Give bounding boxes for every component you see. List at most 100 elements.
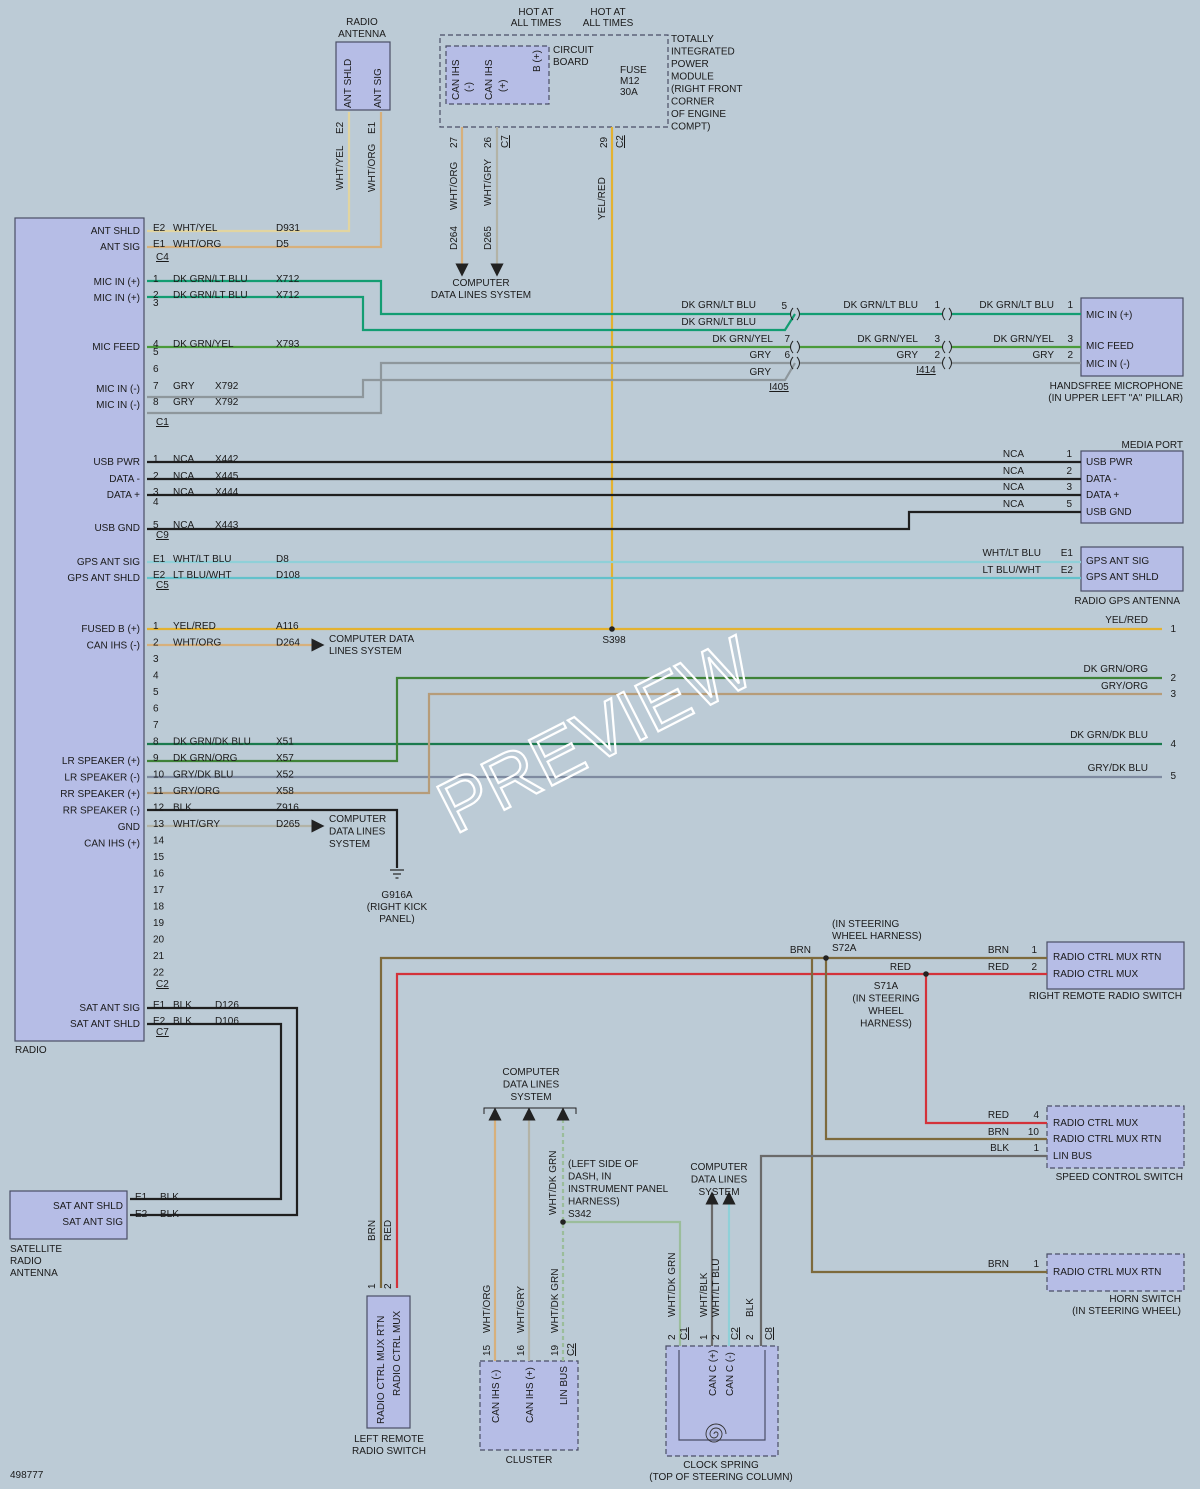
wire-rr-speaker-minus[interactable] [147,692,1162,795]
media-port-title: MEDIA PORT [1122,440,1184,451]
fuse-label: FUSE [620,65,647,76]
computer-data-lines: SYSTEM [329,839,370,850]
wire-sat-shld[interactable] [130,1022,283,1201]
radio-cavity: 5 [153,687,159,698]
clock-spring-box[interactable] [665,1345,779,1457]
wire-color-label: GRY/ORG [1101,681,1148,692]
pin-number: 1 [699,1334,710,1340]
tipm-title: POWER [671,59,709,70]
wire-brn-horn[interactable] [810,958,1047,1274]
connector-id: C2 [615,135,626,148]
radio-pin-label: RR SPEAKER (+) [60,789,140,800]
wire-ant-shld[interactable] [147,112,351,233]
pin-number: 2 [1170,673,1176,684]
antenna-pin-label: ANT SIG [373,68,384,108]
radio-cavity: 7 [153,381,159,392]
wire-color-label: DK GRN/DK BLU [173,737,251,748]
pin-number: 27 [449,136,460,148]
wire-mic-in-minus-1[interactable] [147,362,796,399]
circuit-id: X792 [215,381,239,392]
pin-number: 5 [781,301,787,312]
wire-mic-in-plus-1[interactable] [147,279,790,316]
wire-color-label: DK GRN/LT BLU [681,317,756,328]
ground-g916a-label: PANEL) [379,914,414,925]
computer-data-lines: LINES SYSTEM [329,646,402,657]
wire-brn-speed[interactable] [824,958,1047,1141]
wire-color-label: DK GRN/DK BLU [1070,730,1148,741]
radio-pin-label: FUSED B (+) [81,624,140,635]
wire-color-label: NCA [173,454,194,465]
media-port-box[interactable] [1080,450,1184,524]
wire-color-label: WHT/ORG [173,638,222,649]
wire-color-label: RED [988,962,1009,973]
wire-color-label: GRY [897,350,919,361]
mic-pin-label: MIC IN (-) [1086,359,1130,370]
connector-i405 [790,307,800,370]
wire-sat-sig[interactable] [130,1006,299,1217]
wire-lr-speaker-minus[interactable] [147,676,1162,763]
speed-control-switch-box[interactable] [1046,1105,1185,1169]
document-id: 498777 [10,1470,44,1481]
tipm-title: (RIGHT FRONT [671,84,742,95]
wire-mic-in-plus-2[interactable] [147,295,796,332]
pin-number: 1 [1066,449,1072,460]
speed-switch-pin-label: RADIO CTRL MUX RTN [1053,1134,1161,1145]
handsfree-mic-box[interactable] [1080,297,1184,377]
circuit-id: X51 [276,737,294,748]
wire-color-label: WHT/DK GRN [548,1151,559,1215]
wire-ant-sig[interactable] [147,112,383,249]
wire-color-label: RED [988,1110,1009,1121]
wire-color-label: BLK [173,1000,192,1011]
wire-lin-bus-speed[interactable] [759,1154,1047,1346]
left-radio-switch-box[interactable] [366,1295,411,1429]
pin-number: 26 [483,136,494,148]
sat-antenna-title: RADIO [10,1256,42,1267]
wire-color-label: DK GRN/YEL [712,334,773,345]
circuit-id: X712 [276,274,300,285]
wire-color-label: GRY [173,381,195,392]
left-switch-pin-label: RADIO CTRL MUX RTN [376,1316,387,1424]
connector-id: C1 [156,417,169,428]
wire-usb-gnd[interactable] [147,510,1081,531]
wire-color-label: GRY/DK BLU [173,770,233,781]
wire-color-label: NCA [173,520,194,531]
wire-mic-in-minus-2[interactable] [147,361,790,415]
circuit-id: D108 [276,570,300,581]
media-pin-label: DATA - [1086,474,1117,485]
wire-color-label: YEL/RED [597,177,608,220]
speed-switch-pin-label: LIN BUS [1053,1151,1092,1162]
circuit-id: X793 [276,339,300,350]
splice-s71a-label: WHEEL [868,1006,904,1017]
wire-red-speed[interactable] [924,974,1047,1125]
tipm-frame[interactable] [439,34,669,128]
wire-color-label: NCA [1003,449,1024,460]
pin-number: 16 [516,1344,527,1356]
hot-at-all-times: HOT AT [590,7,625,18]
radio-pin-label: MIC FEED [92,342,140,353]
radio-cavity: 4 [153,339,159,350]
radio-cavity: E1 [153,1000,166,1011]
radio-cavity: 17 [153,885,165,896]
circuit-board-label: CIRCUIT [553,45,594,56]
circuit-id: X57 [276,753,294,764]
radio-pin-label: MIC IN (+) [94,293,140,304]
cluster-data-bracket [483,1107,577,1114]
gps-pin-label: GPS ANT SHLD [1086,572,1159,583]
radio-pin-label: CAN IHS (-) [87,641,140,652]
wire-red-main[interactable] [395,972,1047,1288]
wire-gnd[interactable] [147,808,399,868]
radio-antenna-box[interactable] [335,41,391,111]
sat-antenna-box[interactable] [9,1190,128,1240]
wire-color-label: DK GRN/YEL [993,334,1054,345]
right-radio-switch-box[interactable] [1046,941,1185,990]
wire-color-label: DK GRN/ORG [173,753,238,764]
wire-color-label: BLK [745,1298,756,1317]
horn-switch-pin-label: RADIO CTRL MUX RTN [1053,1267,1161,1278]
wire-s342-clock[interactable] [563,1220,682,1346]
wire-color-label: DK GRN/LT BLU [681,300,756,311]
radio-box[interactable] [14,217,145,1042]
gps-antenna-box[interactable] [1080,546,1184,592]
gps-pin-label: GPS ANT SIG [1086,556,1149,567]
circuit-id: A116 [276,621,299,632]
radio-cavity: E2 [153,223,166,234]
